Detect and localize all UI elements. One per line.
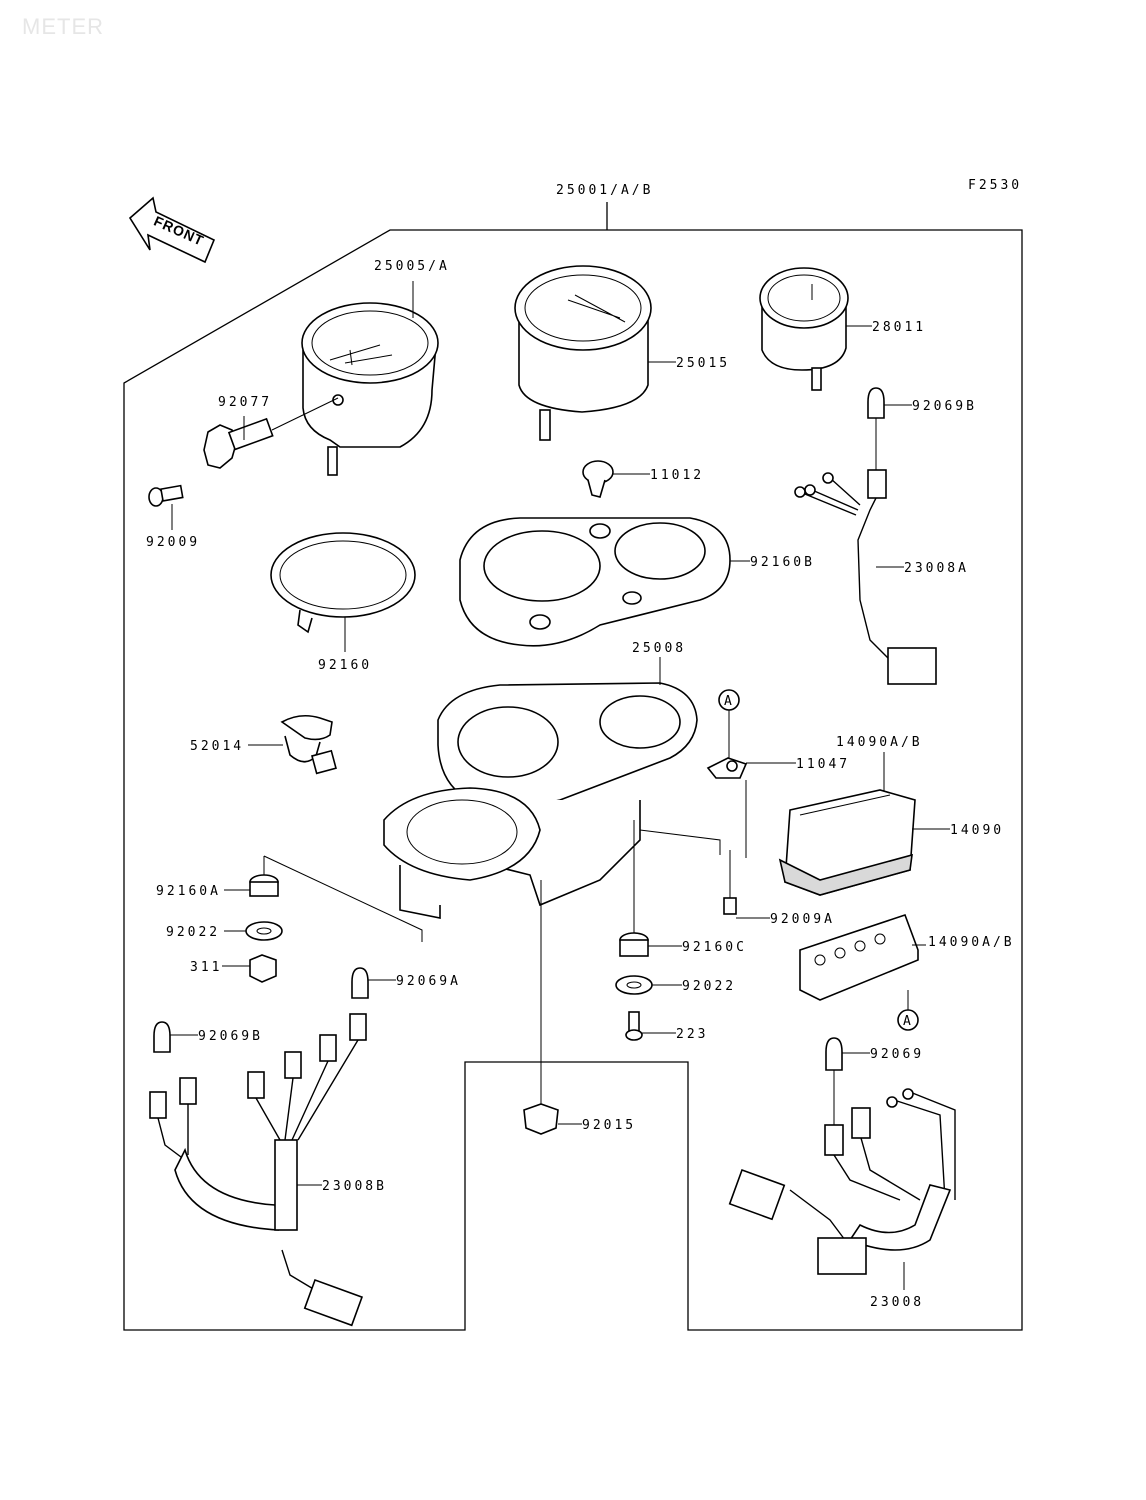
callout-bulb-right: 92069 xyxy=(870,1047,924,1062)
ref-a-low: A xyxy=(903,1014,914,1029)
assembly-outline xyxy=(123,202,1023,1331)
callout-washer-left: 92022 xyxy=(166,925,220,940)
damper-c-part xyxy=(619,820,682,957)
callout-bulb-a: 92069A xyxy=(396,974,461,989)
callout-damper-c: 92160C xyxy=(682,940,747,955)
callout-cable-gear: 92077 xyxy=(218,395,272,410)
callout-speedo: 25005/A xyxy=(374,259,450,274)
page-title: METER xyxy=(22,14,104,39)
speedometer-part xyxy=(301,281,439,476)
washer-mid-part xyxy=(615,975,682,995)
bracket-part xyxy=(383,657,698,919)
harness-main-part xyxy=(728,1088,956,1290)
indicator-base-part xyxy=(799,913,926,1010)
callout-clip: 11047 xyxy=(796,757,850,772)
washer-left-part xyxy=(224,921,283,941)
callout-bracket: 25008 xyxy=(632,641,686,656)
callout-screw-223: 223 xyxy=(676,1027,708,1042)
bulb-b-part xyxy=(153,1021,198,1053)
harness-b-part xyxy=(149,1013,367,1327)
callout-screw-a: 92009A xyxy=(770,912,835,927)
callout-housing-ab-low: 14090A/B xyxy=(928,935,1015,950)
callout-housing-ab-top: 14090A/B xyxy=(836,735,923,750)
callout-nut-92015: 92015 xyxy=(582,1118,636,1133)
callout-bulb-top: 92069B xyxy=(912,399,977,414)
clip-part xyxy=(706,757,796,858)
cover-plate-part xyxy=(459,517,750,647)
indicator-housing-part xyxy=(778,789,950,896)
callout-grommet: 11012 xyxy=(650,468,704,483)
callout-harness-b: 23008B xyxy=(322,1179,387,1194)
callout-ring: 92160 xyxy=(318,658,372,673)
harness-a-part xyxy=(794,469,937,685)
damper-a-part xyxy=(224,874,279,897)
nut-92015-part xyxy=(523,880,582,1135)
callout-nut: 311 xyxy=(190,960,222,975)
bulb-part-top xyxy=(867,387,912,470)
front-arrow-icon: FRONT xyxy=(128,196,216,264)
tachometer-part xyxy=(514,265,676,441)
screw-223-part xyxy=(625,1011,676,1041)
cable-gear-part xyxy=(203,397,339,469)
callout-cover-plate: 92160B xyxy=(750,555,815,570)
sensor-part xyxy=(248,714,337,775)
callout-tacho: 25015 xyxy=(676,356,730,371)
figure-code: F2530 xyxy=(968,178,1022,193)
callout-washer-mid: 92022 xyxy=(682,979,736,994)
callout-bulb-b: 92069B xyxy=(198,1029,263,1044)
ring-part xyxy=(270,532,416,652)
callout-housing: 14090 xyxy=(950,823,1004,838)
grommet-part xyxy=(582,460,650,498)
callout-harness-main: 23008 xyxy=(870,1295,924,1310)
screw-part xyxy=(148,484,184,530)
callout-gauge: 28011 xyxy=(872,320,926,335)
callout-sensor: 52014 xyxy=(190,739,244,754)
ref-a-top: A xyxy=(724,694,735,709)
screw-a-part xyxy=(723,850,770,919)
bulb-a-part xyxy=(351,967,396,999)
bulb-part-right xyxy=(825,1037,870,1125)
callout-assy: 25001/A/B xyxy=(556,183,653,198)
callout-harness-a: 23008A xyxy=(904,561,969,576)
nut-part xyxy=(222,954,277,983)
callout-screw-92009: 92009 xyxy=(146,535,200,550)
gauge-part xyxy=(759,267,872,391)
callout-damper-a: 92160A xyxy=(156,884,221,899)
